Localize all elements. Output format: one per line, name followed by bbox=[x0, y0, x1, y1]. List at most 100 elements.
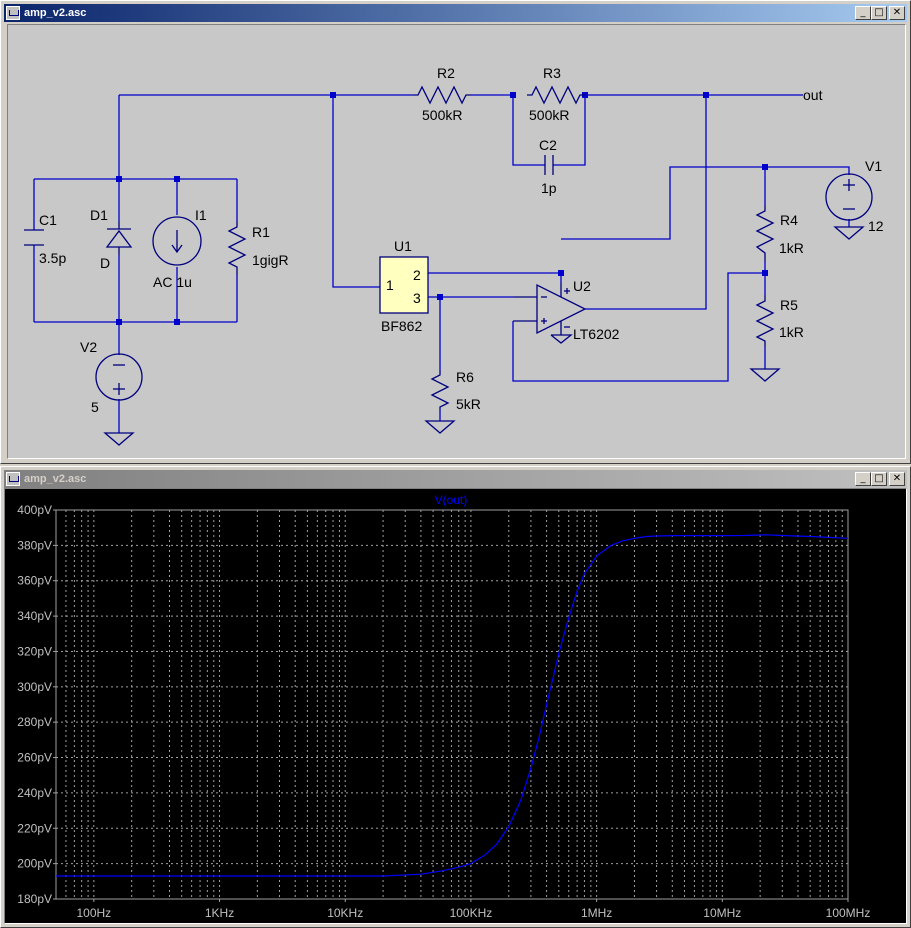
close-button[interactable]: ✕ bbox=[889, 472, 905, 486]
ground-symbol bbox=[749, 368, 781, 382]
y-tick-label: 260pV bbox=[17, 751, 52, 765]
wire bbox=[512, 272, 765, 382]
minimize-button[interactable]: _ bbox=[855, 472, 871, 486]
y-tick-label: 180pV bbox=[17, 892, 52, 906]
components bbox=[24, 85, 873, 446]
schematic-window: amp_v2.asc _ □ ✕ bbox=[0, 0, 911, 464]
d1-value[interactable]: D bbox=[100, 255, 110, 271]
r2-name[interactable]: R2 bbox=[437, 65, 455, 81]
waveform-plot[interactable]: V(out) 400pV380pV360pV340pV320pV300pV280… bbox=[5, 489, 907, 924]
v2-name[interactable]: V2 bbox=[80, 339, 97, 355]
junction-dot bbox=[762, 164, 768, 170]
x-tick-label: 100KHz bbox=[450, 906, 493, 920]
wire bbox=[561, 166, 765, 240]
v2-value[interactable]: 5 bbox=[91, 399, 99, 415]
minimize-button[interactable]: _ bbox=[855, 6, 871, 20]
u1-pin1: 1 bbox=[386, 277, 394, 293]
junction-dot bbox=[174, 319, 180, 325]
r6-value[interactable]: 5kR bbox=[456, 396, 481, 412]
y-tick-label: 340pV bbox=[17, 609, 52, 623]
y-tick-label: 280pV bbox=[17, 715, 52, 729]
schematic-window-title: amp_v2.asc bbox=[24, 7, 87, 19]
jfet-u1-box bbox=[379, 256, 429, 314]
v1-value[interactable]: 12 bbox=[868, 218, 884, 234]
maximize-button[interactable]: □ bbox=[871, 6, 887, 20]
u1-value[interactable]: BF862 bbox=[381, 318, 422, 334]
net-label-out[interactable]: out bbox=[803, 87, 823, 103]
r3-value[interactable]: 500kR bbox=[529, 107, 569, 123]
resistor-r6-symbol bbox=[430, 370, 450, 410]
trace-vout bbox=[56, 534, 849, 877]
wire bbox=[332, 95, 380, 288]
junction-dot bbox=[703, 92, 709, 98]
y-tick-label: 380pV bbox=[17, 538, 52, 552]
r5-value[interactable]: 1kR bbox=[779, 324, 804, 340]
x-tick-label: 1MHz bbox=[581, 906, 612, 920]
ground-symbol bbox=[833, 226, 865, 240]
x-tick-label: 100Hz bbox=[76, 906, 111, 920]
y-tick-label: 240pV bbox=[17, 786, 52, 800]
resistor-r3-symbol bbox=[527, 85, 585, 105]
trace-layer bbox=[56, 534, 849, 877]
c2-value[interactable]: 1p bbox=[541, 180, 557, 196]
junction-dot bbox=[762, 270, 768, 276]
junction-dot bbox=[116, 176, 122, 182]
x-tick-label: 100MHz bbox=[826, 906, 871, 920]
voltage-source-v2-symbol bbox=[95, 353, 143, 401]
r5-name[interactable]: R5 bbox=[780, 297, 798, 313]
x-tick-label: 10MHz bbox=[703, 906, 741, 920]
c2-name[interactable]: C2 bbox=[539, 137, 557, 153]
u1-name[interactable]: U1 bbox=[394, 238, 412, 254]
labels: out R2 500kR R3 500kR C2 1p C1 3.5p D1 D… bbox=[39, 65, 884, 415]
c1-name[interactable]: C1 bbox=[39, 212, 57, 228]
maximize-button[interactable]: □ bbox=[871, 472, 887, 486]
r6-name[interactable]: R6 bbox=[456, 369, 474, 385]
y-tick-label: 220pV bbox=[17, 821, 52, 835]
d1-name[interactable]: D1 bbox=[90, 207, 108, 223]
waveform-doc-icon[interactable] bbox=[6, 472, 20, 486]
wire bbox=[512, 95, 545, 166]
y-tick-label: 300pV bbox=[17, 680, 52, 694]
i1-name[interactable]: I1 bbox=[195, 207, 207, 223]
schematic-drawing[interactable]: out R2 500kR R3 500kR C2 1p C1 3.5p D1 D… bbox=[8, 25, 905, 459]
trace-label[interactable]: V(out) bbox=[435, 493, 468, 507]
junction-dot bbox=[510, 92, 516, 98]
i1-value[interactable]: AC 1u bbox=[153, 274, 192, 290]
c1-value[interactable]: 3.5p bbox=[39, 250, 66, 266]
resistor-r4-symbol bbox=[755, 205, 775, 261]
close-button[interactable]: ✕ bbox=[889, 6, 905, 20]
r3-name[interactable]: R3 bbox=[543, 65, 561, 81]
axis-ticks: 400pV380pV360pV340pV320pV300pV280pV260pV… bbox=[17, 503, 870, 920]
diode-d1-symbol bbox=[105, 229, 133, 248]
schematic-titlebar[interactable]: amp_v2.asc _ □ ✕ bbox=[4, 4, 907, 22]
v1-name[interactable]: V1 bbox=[865, 158, 882, 174]
wire bbox=[585, 95, 707, 310]
r1-name[interactable]: R1 bbox=[252, 224, 270, 240]
r4-value[interactable]: 1kR bbox=[779, 240, 804, 256]
plot-window-title: amp_v2.asc bbox=[24, 473, 87, 485]
junction-dot bbox=[174, 176, 180, 182]
u2-value[interactable]: LT6202 bbox=[573, 326, 620, 342]
y-tick-label: 320pV bbox=[17, 644, 52, 658]
plot-titlebar[interactable]: amp_v2.asc _ □ ✕ bbox=[4, 470, 907, 488]
junction-dot bbox=[558, 270, 564, 276]
junction-dot bbox=[437, 294, 443, 300]
wire bbox=[553, 95, 586, 166]
y-tick-label: 400pV bbox=[17, 503, 52, 517]
junctions bbox=[116, 92, 768, 325]
u2-name[interactable]: U2 bbox=[573, 278, 591, 294]
y-tick-label: 200pV bbox=[17, 857, 52, 871]
r4-name[interactable]: R4 bbox=[780, 212, 798, 228]
r1-value[interactable]: 1gigR bbox=[252, 252, 289, 268]
schematic-canvas[interactable]: out R2 500kR R3 500kR C2 1p C1 3.5p D1 D… bbox=[7, 24, 906, 459]
junction-dot bbox=[330, 92, 336, 98]
wires bbox=[33, 94, 850, 433]
wire bbox=[765, 166, 850, 175]
r2-value[interactable]: 500kR bbox=[422, 107, 462, 123]
wire bbox=[428, 272, 562, 283]
resistor-r1-symbol bbox=[227, 221, 247, 275]
resistor-r5-symbol bbox=[755, 295, 775, 347]
schematic-doc-icon[interactable] bbox=[6, 6, 20, 20]
